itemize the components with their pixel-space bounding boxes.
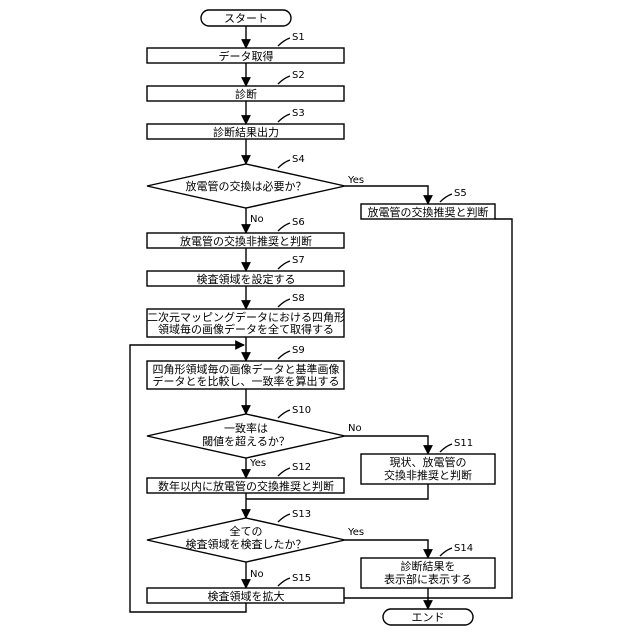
s13-yes-label: Yes	[347, 527, 364, 538]
step-s14-text-line2: 表示部に表示する	[384, 572, 472, 586]
step-s10-id: S10	[292, 405, 311, 416]
step-s3-id: S3	[292, 108, 305, 119]
start-label: スタート	[224, 12, 268, 25]
step-s15-id: S15	[292, 573, 311, 584]
step-s11-callout	[440, 444, 452, 452]
step-s15-callout	[278, 578, 290, 586]
step-s8-id: S8	[292, 293, 305, 304]
step-s7-callout	[278, 261, 290, 269]
s13-no-label: No	[250, 569, 264, 580]
step-s15-text: 検査領域を拡大	[208, 589, 285, 603]
step-s5-id: S5	[454, 188, 467, 199]
step-s5-text: 放電管の交換推奨と判断	[368, 205, 489, 219]
step-s14-id: S14	[454, 543, 473, 554]
step-s3-callout	[278, 114, 290, 122]
step-s4-text: 放電管の交換は必要か？	[186, 179, 307, 193]
step-s10-text-line1: 一致率は	[224, 421, 268, 435]
step-s8-text-line1: 二次元マッピングデータにおける四角形	[147, 310, 345, 324]
step-s8-text-line2: 領域毎の画像データを全て取得する	[158, 322, 334, 336]
step-s2-id: S2	[292, 70, 305, 81]
step-s9-id: S9	[292, 345, 305, 356]
step-s6-text: 放電管の交換非推奨と判断	[180, 234, 312, 248]
step-s13-text-line1: 全ての	[230, 524, 263, 538]
end-label: エンド	[412, 611, 445, 624]
step-s13-callout	[278, 514, 290, 522]
step-s13-text-line2: 検査領域を検査したか？	[186, 537, 307, 551]
step-s14-callout	[440, 548, 452, 556]
step-s8-callout	[278, 299, 290, 307]
step-s6-id: S6	[292, 217, 305, 228]
step-s3-text: 診断結果出力	[213, 125, 279, 139]
step-s7-id: S7	[292, 255, 305, 266]
s4-no-label: No	[250, 214, 264, 225]
step-s6-callout	[278, 223, 290, 231]
step-s11-text-line2: 交換非推奨と判断	[384, 468, 472, 482]
step-s1-text: データ取得	[219, 49, 274, 63]
step-s12-callout	[278, 468, 290, 476]
step-s13-id: S13	[292, 509, 311, 520]
s10-no-label: No	[348, 423, 362, 434]
step-s9-text-line1: 四角形領域毎の画像データと基準画像	[153, 362, 340, 376]
step-s11-text-line1: 現状、放電管の	[390, 455, 467, 469]
s10-yes-label: Yes	[249, 458, 266, 469]
step-s2-text: 診断	[235, 87, 257, 101]
step-s12-text: 数年以内に放電管の交換推奨と判断	[158, 479, 334, 493]
step-s2-callout	[278, 76, 290, 84]
step-s10-text-line2: 閾値を超えるか？	[202, 434, 290, 448]
step-s1-id: S1	[292, 32, 305, 43]
step-s7-text: 検査領域を設定する	[197, 272, 296, 286]
step-s10-callout	[278, 410, 290, 418]
s4-yes-label: Yes	[347, 175, 364, 186]
step-s4-callout	[278, 160, 290, 168]
step-s12-id: S12	[292, 462, 311, 473]
step-s11-id: S11	[454, 438, 473, 449]
step-s14-text-line1: 診断結果を	[401, 559, 456, 573]
step-s1-callout	[278, 38, 290, 46]
step-s9-callout	[278, 351, 290, 359]
step-s4-id: S4	[292, 154, 305, 165]
step-s9-text-line2: データとを比較し、一致率を算出する	[153, 374, 340, 388]
step-s5-callout	[440, 194, 452, 202]
